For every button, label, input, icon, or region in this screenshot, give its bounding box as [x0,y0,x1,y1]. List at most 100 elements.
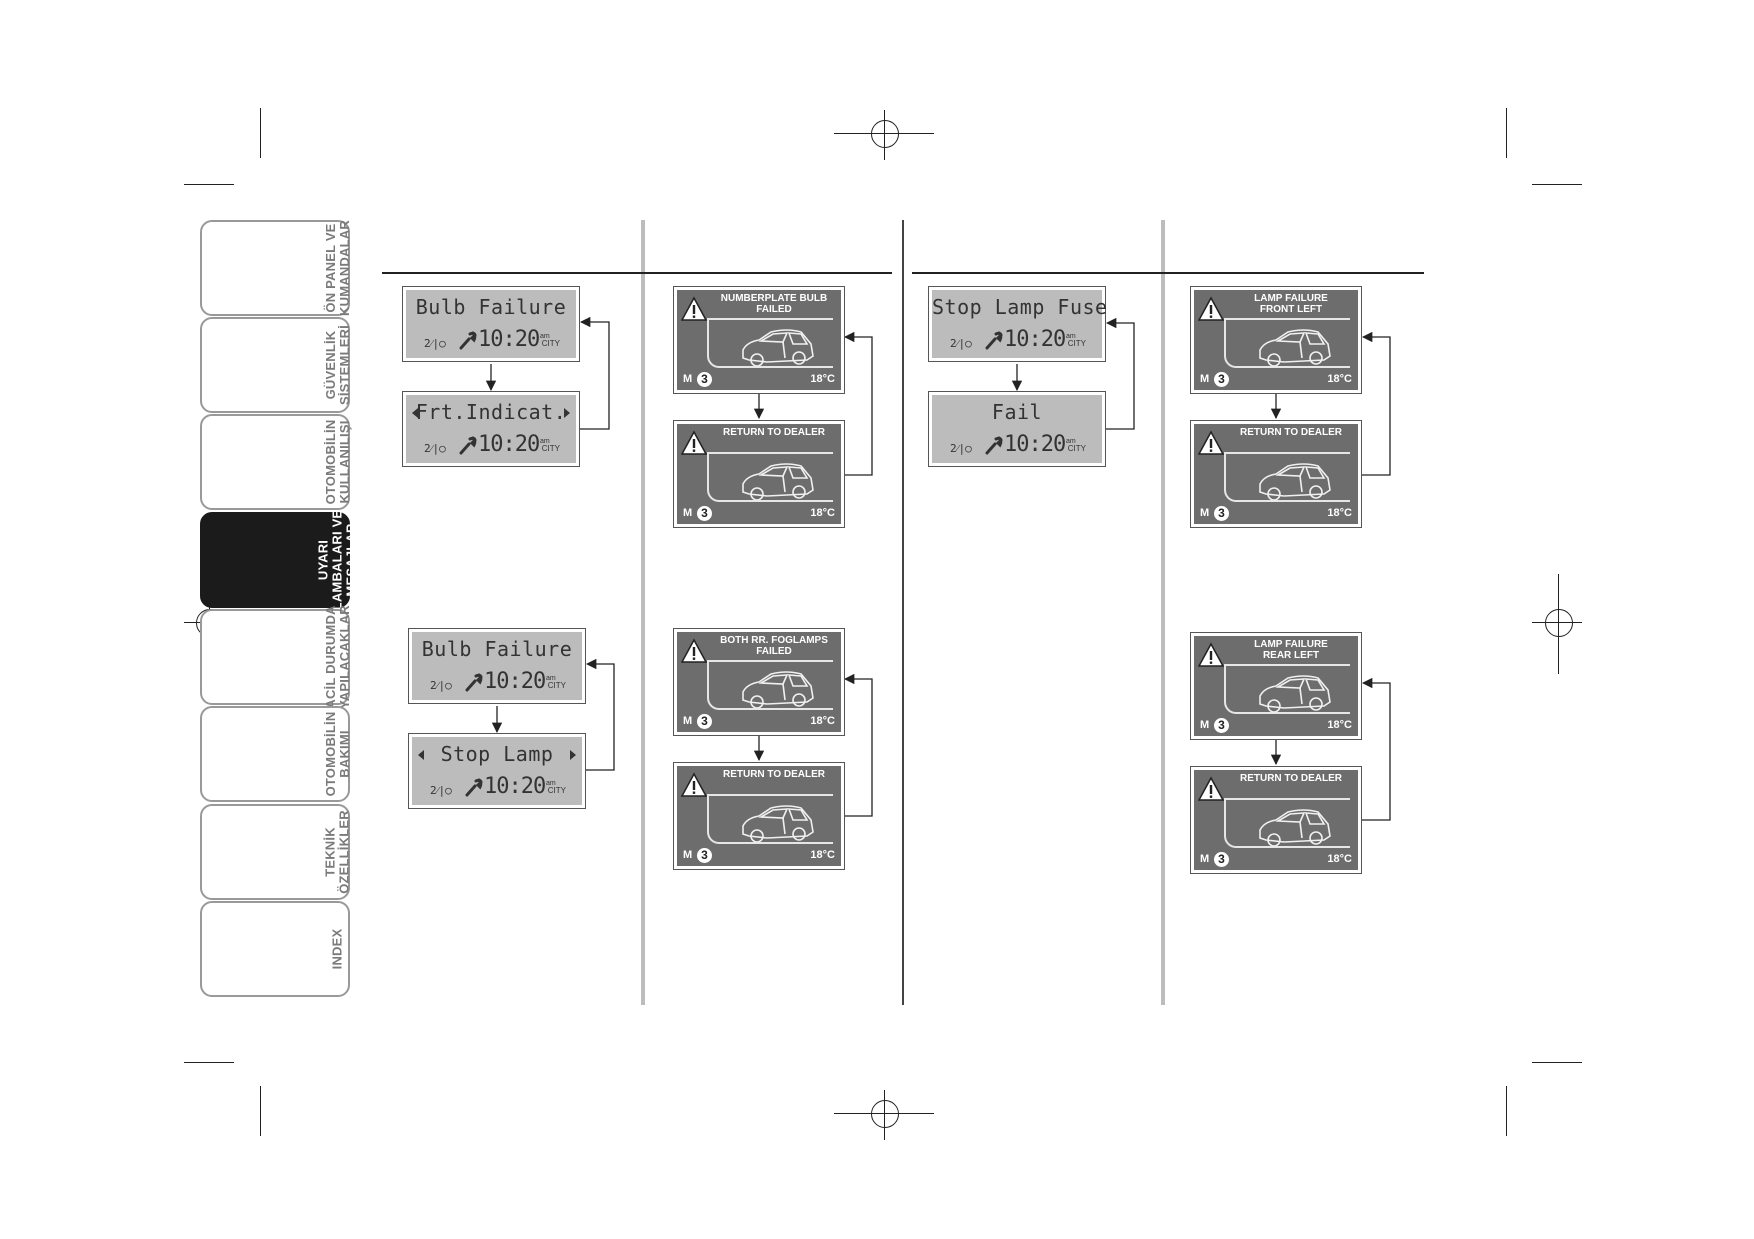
gfx-message: NUMBERPLATE BULB FAILED [720,293,828,315]
crop-mark [260,1086,261,1136]
car-icon [737,324,817,372]
gear-number: 3 [697,506,712,521]
warning-triangle-icon [680,430,708,456]
lcd-message: Bulb Failure [415,295,567,319]
outside-temperature: 18°C [1327,719,1352,731]
header-rule-left [382,272,892,274]
car-icon [1254,670,1334,718]
registration-mark-line [1532,622,1582,623]
frame-line [707,318,833,368]
column-divider [1161,220,1165,1005]
left-arrow-icon [418,750,424,760]
gear-number: 3 [1214,506,1229,521]
wrench-icon [464,672,484,692]
wrench-icon [984,330,1004,350]
crop-mark [1532,1062,1582,1063]
tab-section-1[interactable]: GÜVENLİK SİSTEMLERİ [200,317,352,413]
left-arrow-icon [412,408,418,418]
gear-number: 3 [697,714,712,729]
gear-number: 3 [1214,852,1229,867]
car-icon [1254,804,1334,852]
gear-mode-label: M [683,849,693,861]
gear-number: 3 [697,848,712,863]
gear-mode-label: M [1200,719,1210,731]
outside-temperature: 18°C [810,373,835,385]
lcd-city-mode: CITY [541,339,560,348]
tab-section-5[interactable]: OTOMOBİLİN BAKIMI [200,706,352,802]
crop-mark [260,108,261,158]
wrench-icon [458,330,478,350]
frame-line [707,452,833,454]
lcd-clock: 10:20 [1004,432,1066,457]
crop-mark [184,1062,234,1063]
tab-section-4[interactable]: ACİL DURUMDA YAPILACAKLAR [200,605,352,709]
gear-number: 3 [1214,372,1229,387]
lcd-city-mode: CITY [547,786,566,795]
registration-mark-line [1558,574,1559,674]
lcd-clock: 10:20 [1004,327,1066,352]
frame-line [1224,452,1350,454]
tab-section-6[interactable]: TEKNİK ÖZELLİKLER [200,804,352,900]
lcd-city-mode: CITY [1067,444,1086,453]
warning-triangle-icon [1197,776,1225,802]
lamp-icon: 2⁄|○ [424,442,446,455]
gfx-message: RETURN TO DEALER [1239,773,1343,784]
gear-mode-label: M [1200,853,1210,865]
column-divider [902,220,904,1005]
frame-line [1224,664,1350,714]
tab-section-7[interactable]: INDEX [200,901,350,997]
lcd-am: am [1066,438,1076,445]
wrench-icon [984,435,1004,455]
gear-number: 3 [697,372,712,387]
gfx-message: RETURN TO DEALER [1239,427,1343,438]
gfx-message: RETURN TO DEALER [722,427,826,438]
header-rule-right [912,272,1424,274]
frame-line [707,318,833,320]
lcd-message: Stop Lamp [440,742,554,766]
car-icon [1254,324,1334,372]
crop-mark [1506,108,1507,158]
wrench-icon [458,435,478,455]
warning-triangle-icon [680,772,708,798]
frame-line [707,794,833,796]
car-icon [737,666,817,714]
crop-mark [1532,184,1582,185]
warning-triangle-icon [1197,430,1225,456]
gear-mode-label: M [1200,507,1210,519]
lcd-message: Frt.Indicat. [415,400,567,424]
wrench-icon [464,777,484,797]
outside-temperature: 18°C [810,715,835,727]
frame-line [1224,318,1350,320]
lcd-am: am [1066,333,1076,340]
tab-section-3[interactable]: UYARI LAMBALARI VE MESAJLAR [200,510,359,610]
tab-section-0[interactable]: ÖN PANEL VE KUMANDALAR [200,220,352,316]
tab-section-2[interactable]: OTOMOBİLİN KULLANILIŞI [200,414,352,510]
lcd-city-mode: CITY [1067,339,1086,348]
frame-line [1224,664,1350,666]
lcd-am: am [546,675,556,682]
warning-triangle-icon [680,638,708,664]
lcd-message: Stop Lamp Fuse [932,295,1108,319]
gfx-message: LAMP FAILURE FRONT LEFT [1254,293,1328,315]
lcd-am: am [546,780,556,787]
lcd-city-mode: CITY [547,681,566,690]
gear-mode-label: M [683,507,693,519]
gear-number: 3 [1214,718,1229,733]
gfx-message: LAMP FAILURE REAR LEFT [1254,639,1328,661]
lamp-icon: 2⁄|○ [950,337,972,350]
lcd-clock: 10:20 [484,669,546,694]
lamp-icon: 2⁄|○ [430,784,452,797]
registration-mark-line [884,1090,885,1140]
lcd-am: am [540,333,550,340]
frame-line [1224,318,1350,368]
warning-triangle-icon [680,296,708,322]
outside-temperature: 18°C [810,849,835,861]
lcd-message: Bulb Failure [421,637,573,661]
